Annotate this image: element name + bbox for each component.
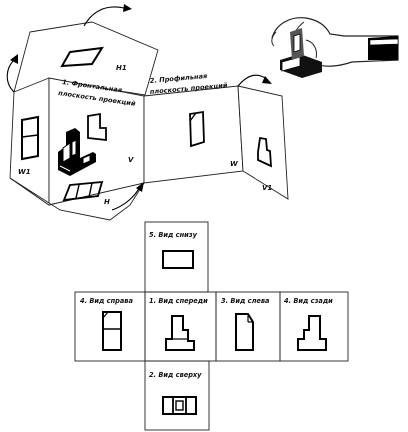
cell-back-view: 4. Вид сзади xyxy=(279,291,349,362)
label-h: H xyxy=(104,198,110,206)
bottom-view-label: 5. Вид снизу xyxy=(149,231,198,239)
hand-holding-object xyxy=(271,17,399,78)
top-view-label: 2. Вид сверху xyxy=(149,371,202,379)
cell-front-view: 1. Вид спереди xyxy=(144,291,217,362)
w1-projection xyxy=(21,115,39,161)
label-w1: W1 xyxy=(18,168,31,176)
plane-w1 xyxy=(9,77,50,206)
top-view-outer xyxy=(162,396,197,415)
left-view-shape xyxy=(235,313,254,351)
object-3d xyxy=(58,128,96,176)
v1-projection xyxy=(257,136,272,168)
h-projection xyxy=(62,180,104,202)
front-view-label: 1. Вид спереди xyxy=(149,297,208,305)
frontal-projection xyxy=(87,112,107,142)
h1-rectangle xyxy=(60,46,104,68)
projection-box: H1 1. Фронтальная плоскость проекций 2. … xyxy=(6,4,289,221)
label-w: W xyxy=(230,160,238,168)
label-v: V xyxy=(128,156,134,164)
right-view-label: 4. Вид справа xyxy=(80,297,133,305)
fold-arrow-top xyxy=(83,6,125,27)
plane-v1 xyxy=(237,85,289,200)
cell-bottom-view: 5. Вид снизу xyxy=(144,221,209,293)
plane-profile xyxy=(143,85,244,184)
cell-left-view: 3. Вид слева xyxy=(215,291,281,362)
bottom-view-rectangle xyxy=(162,250,194,269)
cell-top-view: 2. Вид сверху xyxy=(144,360,210,431)
front-view-shape xyxy=(165,315,195,351)
back-view-shape xyxy=(297,315,327,351)
label-h1: H1 xyxy=(116,64,127,72)
profile-projection xyxy=(189,110,205,148)
left-view-label: 3. Вид слева xyxy=(221,297,270,305)
label-v1: V1 xyxy=(262,184,272,192)
unfolded-views: 5. Вид снизу 4. Вид справа 1. Вид сперед… xyxy=(74,221,349,431)
cell-right-view: 4. Вид справа xyxy=(74,291,146,362)
fold-arrow-left xyxy=(6,59,15,93)
back-view-label: 4. Вид сзади xyxy=(284,297,333,305)
